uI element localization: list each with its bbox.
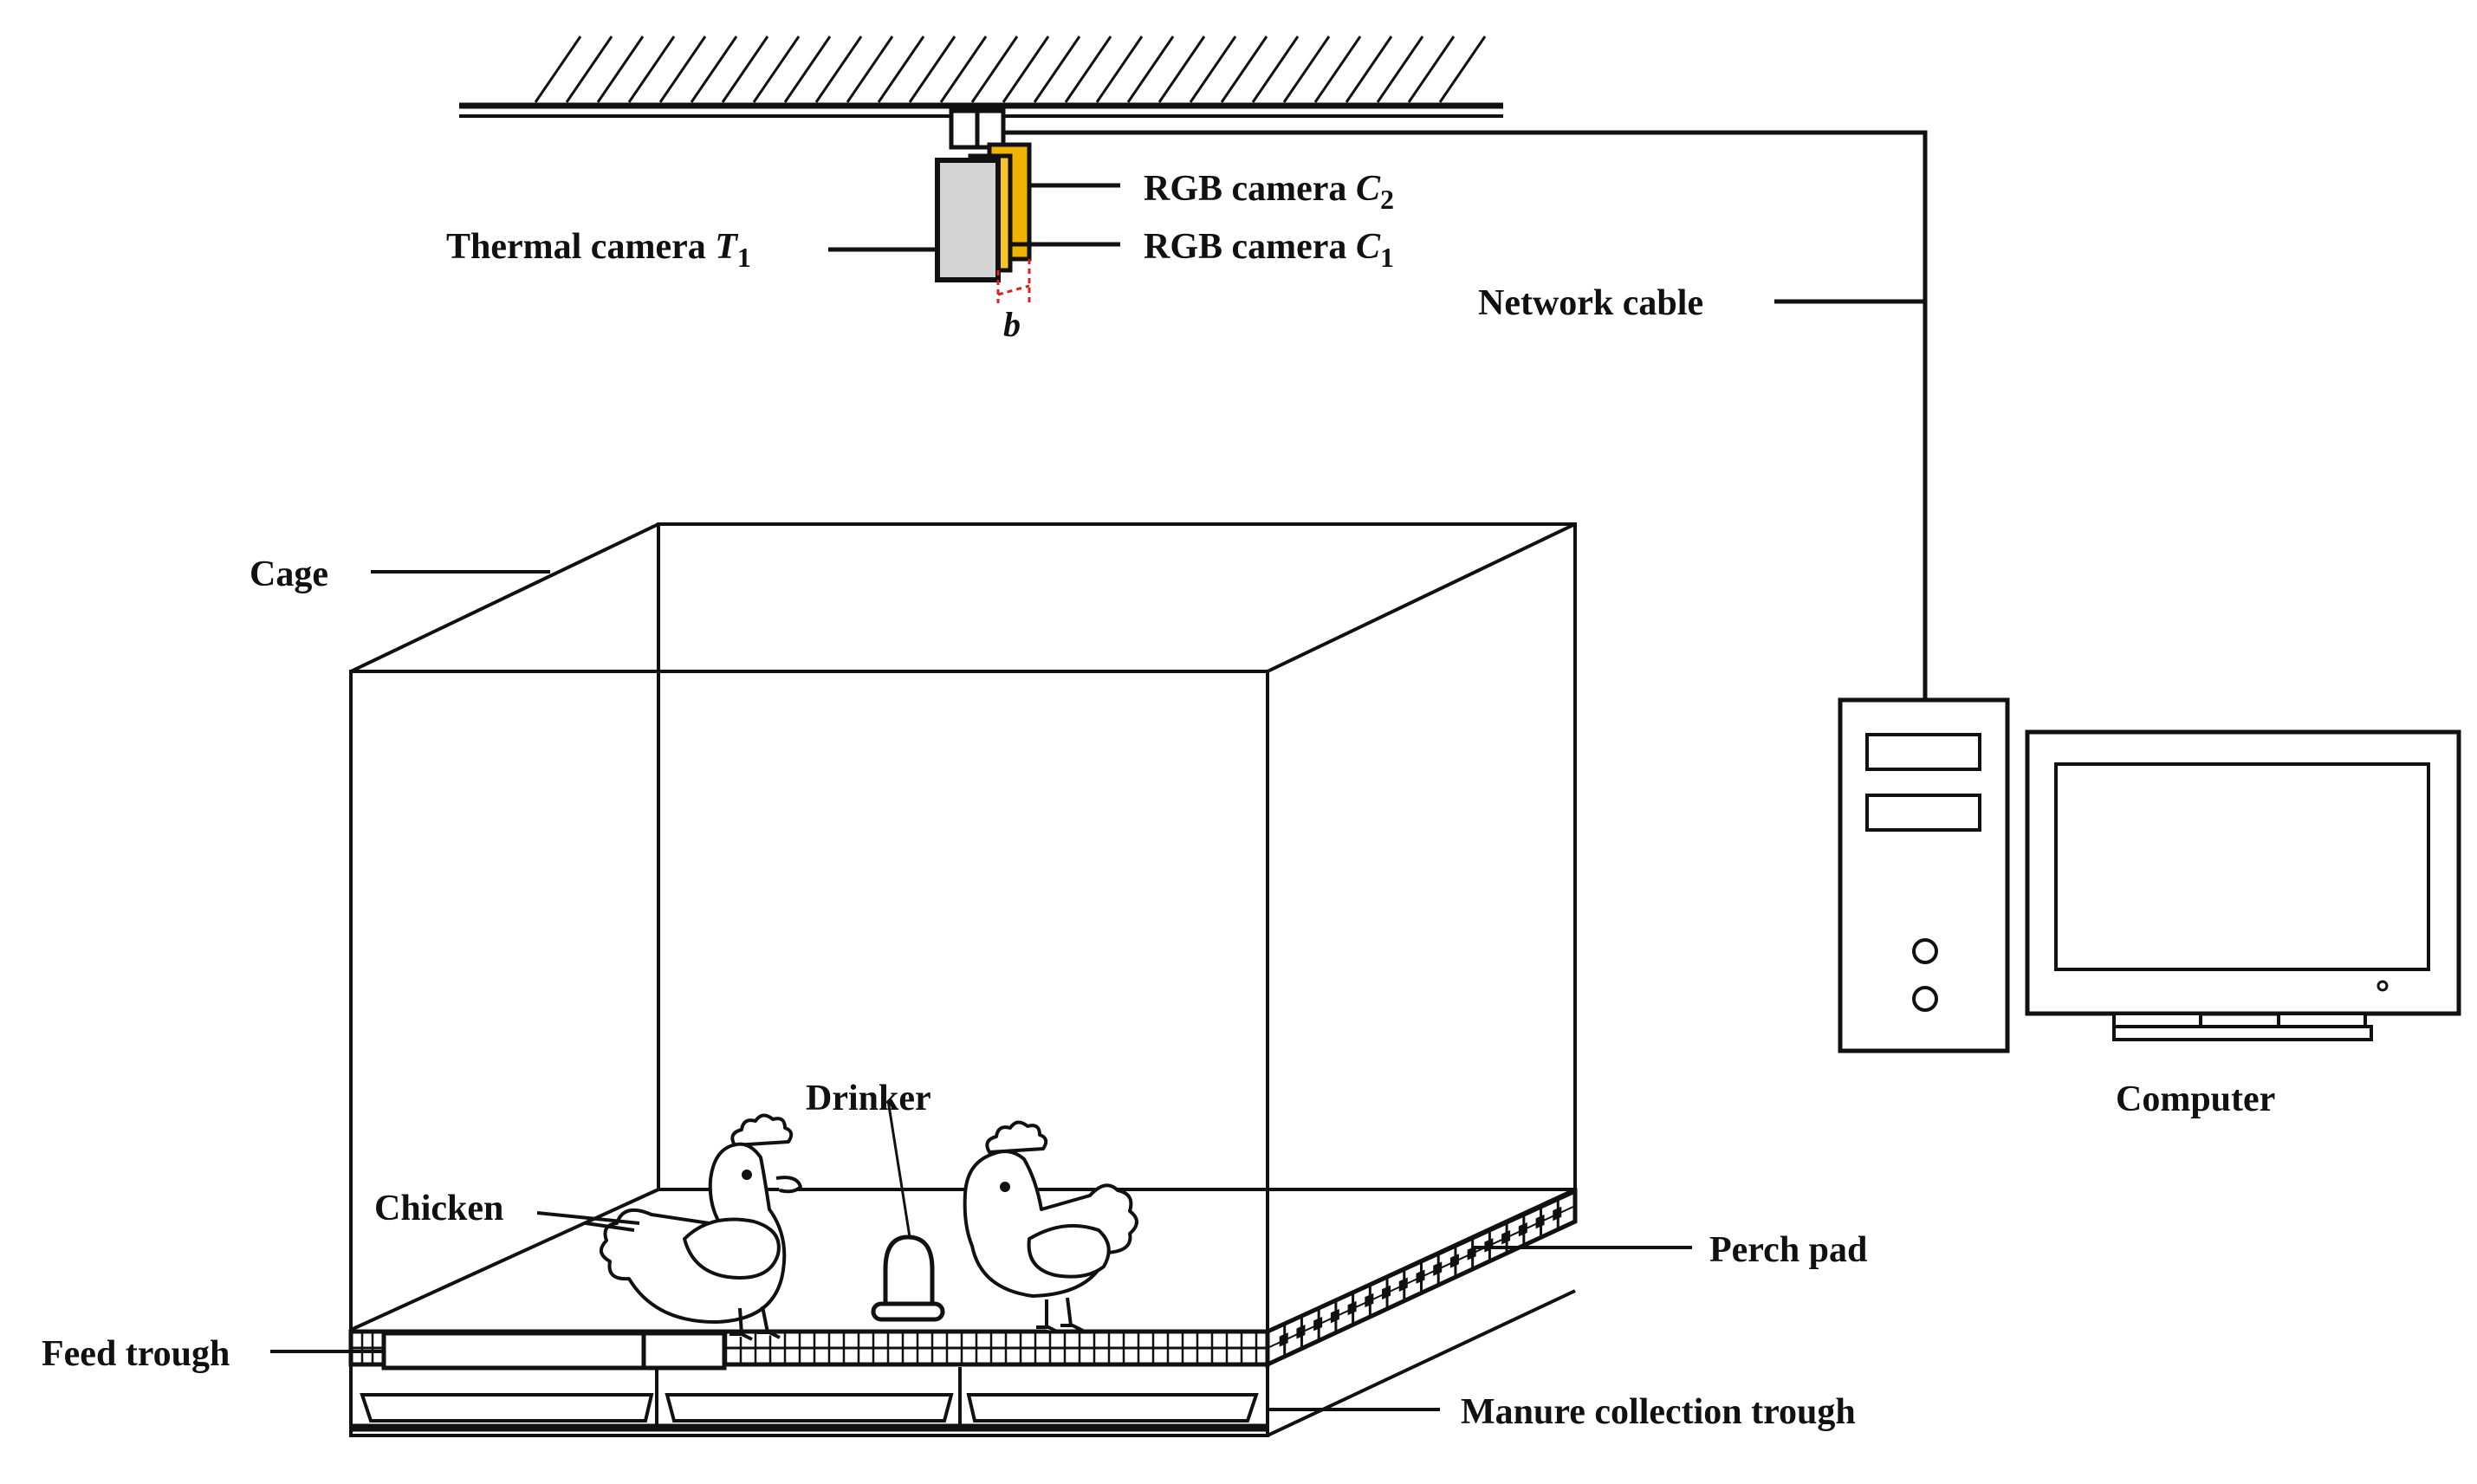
ceiling-hatch-stroke [1033, 36, 1081, 103]
manure-collection-trough [351, 1367, 1268, 1432]
ceiling-hatch-stroke [846, 36, 894, 103]
ceiling-hatch-stroke [877, 36, 925, 103]
ceiling-hatch-stroke [1157, 36, 1206, 103]
ceiling-hatch-stroke [783, 36, 832, 103]
ceiling-hatch-stroke [939, 36, 988, 103]
ceiling-hatch-stroke [1126, 36, 1175, 103]
ceiling-hatch-stroke [658, 36, 707, 103]
ceiling-hatch-stroke [1282, 36, 1331, 103]
perch-pad-label: Perch pad [1709, 1230, 1867, 1270]
computer-label: Computer [2116, 1079, 2275, 1119]
ceiling-hatch-stroke [1345, 36, 1393, 103]
thermal-camera-label: Thermal camera T1 [446, 227, 751, 273]
thermal-camera-body [935, 158, 1001, 282]
chicken-left [585, 1113, 802, 1341]
baseline-label: b [1003, 305, 1021, 344]
chicken-label: Chicken [374, 1189, 503, 1228]
ceiling-hatch-stroke [908, 36, 956, 103]
perch-pad-side-grid [1267, 1199, 1576, 1357]
chicken-leader [536, 1211, 640, 1225]
ceiling-hatch-stroke [970, 36, 1019, 103]
ceiling-hatch-stroke [1251, 36, 1300, 103]
perch-pad-side-rail [1267, 1205, 1576, 1349]
ceiling-hatch-stroke [1313, 36, 1362, 103]
feed-trough [381, 1331, 727, 1371]
ceiling-hatch-stroke [814, 36, 863, 103]
computer-monitor [2025, 729, 2461, 1041]
ceiling-hatch-stroke [690, 36, 738, 103]
ceiling-hatch-stroke [1189, 36, 1237, 103]
computer-tower [1838, 697, 2010, 1053]
camera-mount [949, 108, 1006, 150]
ceiling [459, 36, 1503, 118]
ceiling-hatch-stroke [752, 36, 801, 103]
rgb-camera-c2-label: RGB camera C2 [1144, 169, 1394, 215]
cage-label: Cage [250, 554, 328, 594]
ceiling-hatch-stroke [1002, 36, 1050, 103]
ceiling-hatch-stroke [1438, 36, 1487, 103]
ceiling-hatch-stroke [1095, 36, 1144, 103]
network-cable-label: Network cable [1478, 283, 1703, 323]
ceiling-hatch-stroke [565, 36, 613, 103]
rgb-camera-c1-label: RGB camera C1 [1144, 227, 1394, 273]
ceiling-hatch-stroke [721, 36, 769, 103]
drinker [871, 1099, 945, 1322]
ceiling-hatch-stroke [596, 36, 645, 103]
ceiling-hatch-stroke [1064, 36, 1112, 103]
baseline-marker [996, 259, 1031, 303]
network-cable [1003, 130, 1928, 700]
thermal-camera-t1 [935, 158, 1001, 282]
ceiling-hatch-stroke [1220, 36, 1268, 103]
ceiling-hatch-stroke [534, 36, 582, 103]
ceiling-hatch-stroke [1376, 36, 1424, 103]
feed-trough-label: Feed trough [42, 1334, 230, 1374]
drinker-label: Drinker [806, 1079, 931, 1118]
chicken-right [963, 1120, 1138, 1334]
manure-trough-label: Manure collection trough [1461, 1392, 1856, 1432]
ceiling-hatching [534, 36, 1487, 103]
ceiling-hatch-stroke [627, 36, 676, 103]
ceiling-hatch-stroke [1407, 36, 1456, 103]
